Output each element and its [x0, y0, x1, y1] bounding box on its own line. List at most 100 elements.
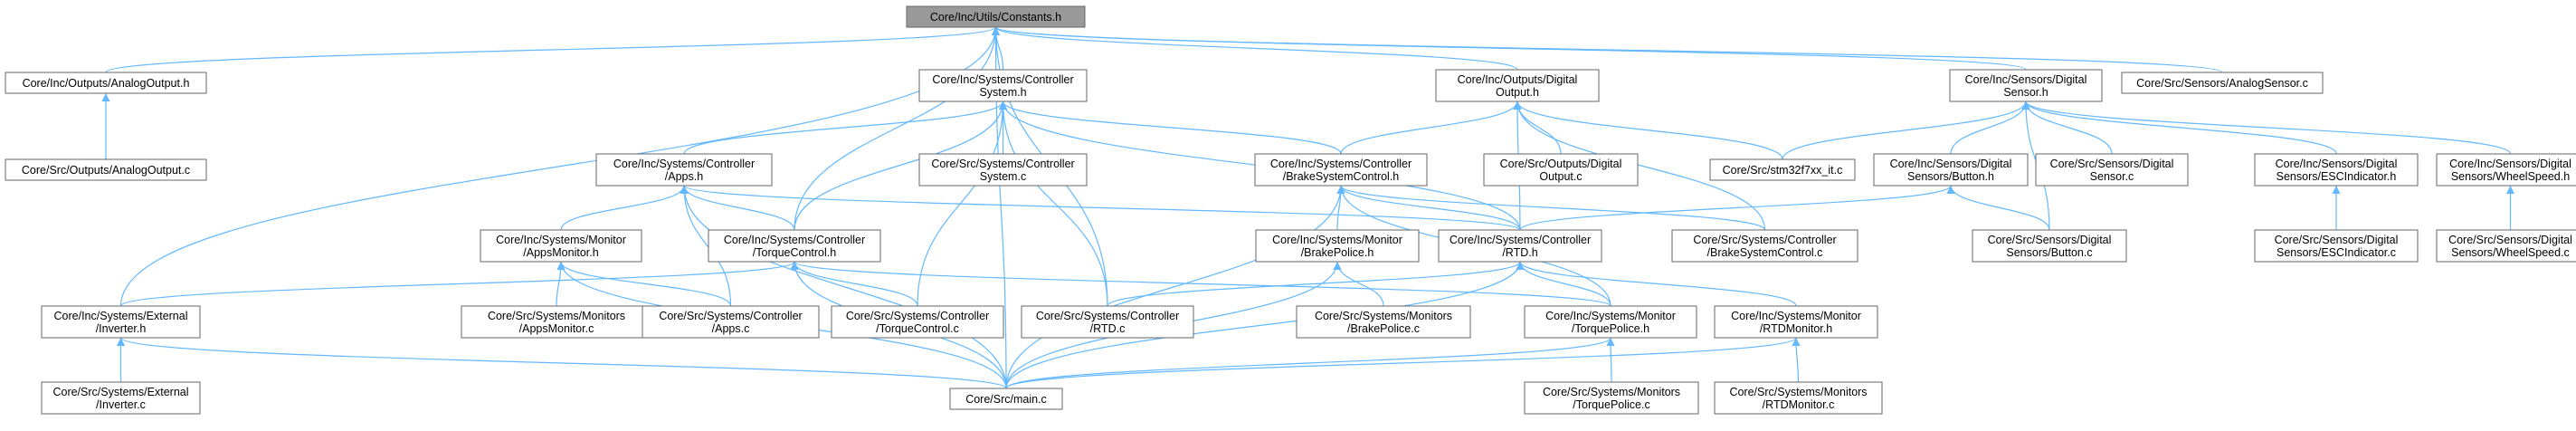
node-label-line: Core/Inc/Sensors/Digital — [2276, 158, 2398, 170]
dependency-edge-torquepolice_h-to-rtd_h — [1516, 261, 1611, 307]
node-box — [642, 305, 820, 339]
node-box — [2436, 153, 2576, 187]
graph-node-main-c[interactable]: Core/Src/main.c — [949, 388, 1063, 410]
dependency-edge-brakesystemcontrol_h-to-digitaloutput_h — [1340, 101, 1522, 155]
dependency-edge-torquecontrol_c-to-torquecontrol_h — [790, 261, 918, 307]
dependency-edge-torquecontrol_h-to-controllersystem_h — [794, 101, 1007, 231]
node-box — [2254, 229, 2419, 263]
node-label-line: Sensor.c — [2090, 170, 2134, 183]
node-label-line: /AppsMonitor.c — [519, 322, 594, 335]
dependency-edge-rtd_h-to-button_h — [1519, 185, 1955, 231]
graph-node-inverter-h[interactable]: Core/Inc/Systems/External/Inverter.h — [41, 305, 201, 339]
graph-node-escindicator-c[interactable]: Core/Src/Sensors/DigitalSensors/ESCIndic… — [2254, 229, 2419, 263]
node-box — [41, 381, 201, 415]
node-label-line: /RTD.c — [1090, 322, 1126, 335]
graph-node-rtdmonitor-h[interactable]: Core/Inc/Systems/Monitor/RTDMonitor.h — [1714, 305, 1878, 339]
dependency-edge-main_c-to-rtdmonitor_h — [1005, 337, 1801, 389]
node-label-line: System.h — [979, 86, 1026, 99]
node-label-line: Core/Inc/Systems/External — [54, 310, 188, 322]
node-label-line: Core/Src/stm32f7xx_it.c — [1723, 164, 1843, 177]
graph-node-wheelspeed-c[interactable]: Core/Src/Sensors/DigitalSensors/WheelSpe… — [2436, 229, 2576, 263]
graph-node-rtdmonitor-c[interactable]: Core/Src/Systems/Monitors/RTDMonitor.c — [1714, 381, 1883, 415]
node-label-line: Output.h — [1496, 86, 1539, 99]
dependency-edge-torquecontrol_h-to-constants_h — [794, 26, 1000, 231]
node-box — [1714, 381, 1883, 415]
graph-node-appsmonitor-h[interactable]: Core/Inc/Systems/Monitor/AppsMonitor.h — [480, 229, 642, 263]
graph-node-brakepolice-h[interactable]: Core/Inc/Systems/Monitor/BrakePolice.h — [1255, 229, 1420, 263]
dependency-edge-main_c-to-inverter_h — [117, 337, 1007, 389]
dependency-edge-rtd_h-to-apps_h — [680, 185, 1521, 231]
graph-node-rtd-h[interactable]: Core/Inc/Systems/Controller/RTD.h — [1438, 229, 1602, 263]
graph-node-appsmonitor-c[interactable]: Core/Src/Systems/Monitors/AppsMonitor.c — [461, 305, 652, 339]
graph-node-brakepolice-c[interactable]: Core/Src/Systems/Monitors/BrakePolice.c — [1296, 305, 1471, 339]
graph-node-brakesystemcontrol-c[interactable]: Core/Src/Systems/Controller/BrakeSystemC… — [1671, 229, 1858, 263]
node-box — [5, 72, 207, 94]
node-box — [1714, 305, 1878, 339]
node-label-line: Core/Src/Systems/Controller — [1036, 310, 1179, 322]
node-label-line: Core/Src/Systems/Controller — [931, 158, 1074, 170]
graph-node-apps-h[interactable]: Core/Inc/Systems/Controller/Apps.h — [595, 153, 773, 187]
graph-node-inverter-c[interactable]: Core/Src/Systems/External/Inverter.c — [41, 381, 201, 415]
node-label-line: Core/Inc/Outputs/AnalogOutput.h — [23, 77, 190, 90]
dependency-edge-main_c-to-brakesystemcontrol_h — [1005, 185, 1345, 389]
node-label-line: Sensors/WheelSpeed.c — [2451, 246, 2570, 259]
node-box — [2035, 153, 2189, 187]
graph-node-constants-h: Core/Inc/Utils/Constants.h — [906, 5, 1086, 28]
graph-node-torquecontrol-h[interactable]: Core/Inc/Systems/Controller/TorqueContro… — [708, 229, 881, 263]
graph-node-escindicator-h[interactable]: Core/Inc/Sensors/DigitalSensors/ESCIndic… — [2254, 153, 2419, 187]
dependency-edge-apps_h-to-controllersystem_h — [683, 101, 1007, 155]
node-label-line: Core/Inc/Systems/Monitor — [496, 234, 626, 246]
dependency-edge-inverter_h-to-constants_h — [119, 26, 1000, 307]
node-label-line: Sensors/WheelSpeed.h — [2451, 170, 2570, 183]
graph-node-apps-c[interactable]: Core/Src/Systems/Controller/Apps.c — [642, 305, 820, 339]
node-label-line: Core/Src/Sensors/Digital — [1988, 234, 2112, 246]
node-box — [2121, 72, 2324, 94]
node-label-line: Sensors/Button.c — [2006, 246, 2092, 259]
dependency-edge-appsmonitor_h-to-apps_h — [560, 185, 689, 231]
graph-node-torquecontrol-c[interactable]: Core/Src/Systems/Controller/TorqueContro… — [831, 305, 1004, 339]
node-label-line: Core/Inc/Systems/Monitor — [1272, 234, 1402, 246]
graph-node-stm32-it-c[interactable]: Core/Src/stm32f7xx_it.c — [1709, 158, 1856, 181]
node-label-line: /AppsMonitor.h — [523, 246, 598, 259]
graph-node-torquepolice-h[interactable]: Core/Inc/Systems/Monitor/TorquePolice.h — [1524, 305, 1697, 339]
graph-node-rtd-c[interactable]: Core/Src/Systems/Controller/RTD.c — [1021, 305, 1194, 339]
node-box — [1949, 69, 2103, 102]
node-label-line: Core/Inc/Outputs/Digital — [1458, 73, 1578, 86]
node-box — [1524, 381, 1699, 415]
node-box — [1524, 305, 1697, 339]
graph-node-wheelspeed-h[interactable]: Core/Inc/Sensors/DigitalSensors/WheelSpe… — [2436, 153, 2576, 187]
node-box — [831, 305, 1004, 339]
node-box — [906, 5, 1086, 28]
node-box — [1972, 229, 2127, 263]
dependency-edge-rtdmonitor_c-to-rtdmonitor_h — [1792, 337, 1801, 383]
dependency-edge-rtd_h-to-brakesystemcontrol_h — [1336, 185, 1521, 231]
node-label-line: Core/Src/Sensors/Digital — [2275, 234, 2399, 246]
node-label-line: Sensors/ESCIndicator.c — [2277, 246, 2396, 259]
node-label-line: /BrakeSystemControl.c — [1707, 246, 1823, 259]
node-box — [595, 153, 773, 187]
node-label-line: Core/Src/Systems/Monitors — [488, 310, 625, 322]
graph-node-analogoutput-h[interactable]: Core/Inc/Outputs/AnalogOutput.h — [5, 72, 207, 94]
node-label-line: Core/Inc/Systems/Monitor — [1545, 310, 1676, 322]
graph-node-torquepolice-c[interactable]: Core/Src/Systems/Monitors/TorquePolice.c — [1524, 381, 1699, 415]
node-label-line: /Inverter.c — [96, 398, 146, 411]
node-box — [1709, 158, 1856, 181]
node-label-line: /RTD.h — [1502, 246, 1537, 259]
node-label-line: Core/Inc/Systems/Controller — [1270, 158, 1412, 170]
node-box — [949, 388, 1063, 410]
node-label-line: /RTDMonitor.c — [1763, 398, 1835, 411]
node-box — [5, 158, 207, 181]
node-box — [2254, 153, 2419, 187]
graph-node-brakesystemcontrol-h[interactable]: Core/Inc/Systems/Controller/BrakeSystemC… — [1254, 153, 1428, 187]
node-box — [1296, 305, 1471, 339]
graph-node-analogoutput-c[interactable]: Core/Src/Outputs/AnalogOutput.c — [5, 158, 207, 181]
graph-node-analogsensor-c[interactable]: Core/Src/Sensors/AnalogSensor.c — [2121, 72, 2324, 94]
